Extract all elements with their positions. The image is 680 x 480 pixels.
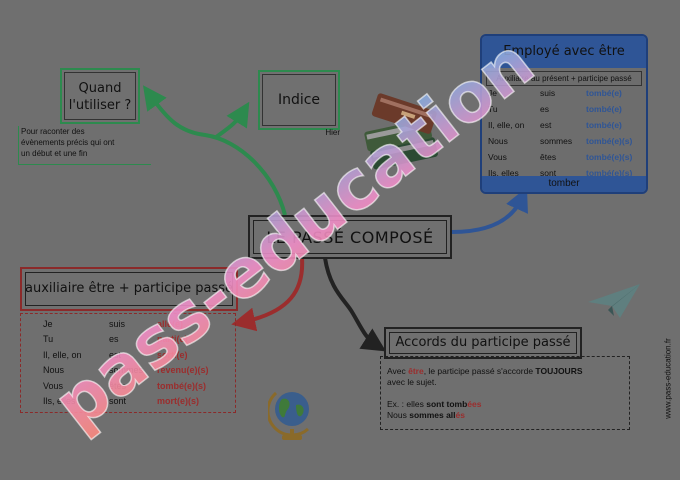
text: , le participe passé s'accorde: [423, 366, 536, 376]
aux-box: auxiliaire être + participe passé: [20, 267, 238, 311]
text-bold: TOUJOURS: [535, 366, 583, 376]
books-icon: [364, 93, 438, 170]
accord-rule-box: Avec être, le participe passé s'accorde …: [380, 356, 630, 430]
participle: parti(e): [157, 334, 188, 345]
auxiliary: es: [109, 334, 119, 345]
pronoun: Nous: [43, 365, 65, 376]
pronoun: Tu: [43, 334, 54, 345]
text-highlight: ées: [467, 399, 482, 409]
accord-example-line2: Nous sommes allés: [387, 410, 465, 420]
accord-rule-line2: avec le sujet.: [387, 377, 437, 387]
emploi-header: Employé avec être: [482, 36, 646, 68]
participle: tombé(e)(s): [586, 168, 633, 178]
accord-example-line1: Ex. : elles sont tombées: [387, 399, 481, 409]
auxiliary: suis: [109, 319, 126, 329]
text: Nous: [387, 410, 410, 420]
quand-note-line3: un début et une fin: [21, 149, 88, 158]
aux-title: auxiliaire être + participe passé: [25, 281, 233, 296]
quand-note-line1: Pour raconter des: [21, 127, 85, 136]
pronoun: Vous: [488, 152, 507, 162]
text-bold: sommes all: [409, 410, 456, 420]
text-bold: sont tomb: [426, 399, 468, 409]
emploi-footer: tomber: [482, 176, 646, 192]
participle: sorti(e): [157, 349, 188, 360]
pronoun: Nous: [488, 136, 508, 146]
aux-conjugation-box: Je suis allé(e) Tu es parti(e) Il, elle, on e…: [20, 313, 236, 413]
emploi-title: Employé avec être: [503, 44, 625, 59]
table-row: Ils, elles sont mort(e)(s): [43, 396, 233, 411]
pronoun: Il, elle, on: [488, 120, 525, 130]
pronoun: Vous: [43, 380, 64, 391]
globe-icon: [268, 391, 309, 440]
pronoun: Je: [43, 319, 53, 329]
pronoun: Il, elle, on: [43, 349, 82, 360]
table-row: Tu es tombé(e): [488, 104, 640, 120]
arrow-to-indice: [213, 101, 250, 140]
auxiliary: êtes: [540, 152, 557, 162]
participle: tombé(e)(s): [586, 152, 633, 162]
participle: tombé(e): [586, 120, 622, 130]
table-row: Nous sommes revenu(e)(s): [43, 365, 233, 380]
indice-example: Hier: [325, 128, 340, 137]
quand-note-line2: évènements précis qui ont: [21, 138, 115, 147]
arrow-to-emploi: [451, 187, 528, 234]
aux-conjugation-table: Je suis allé(e) Tu es parti(e) Il, elle, on e…: [43, 319, 233, 411]
accord-title: Accords du participe passé: [395, 335, 571, 350]
table-row: Vous êtes tombé(e)(s): [43, 381, 233, 396]
participle: tombé(e): [586, 88, 622, 98]
arrow-to-accord: [323, 257, 387, 352]
participle: revenu(e)(s): [157, 365, 209, 376]
auxiliary: est: [540, 120, 552, 130]
accord-box: Accords du participe passé: [384, 327, 582, 359]
auxiliary: suis: [540, 88, 556, 98]
emploi-verb: tomber: [548, 178, 580, 189]
auxiliary: sommes: [109, 365, 144, 376]
accord-rule-line1: Avec être, le participe passé s'accorde …: [387, 366, 583, 376]
table-row: Tu es parti(e): [43, 334, 233, 349]
pronoun: Tu: [488, 104, 498, 114]
table-row: Il, elle, on est sorti(e): [43, 350, 233, 365]
auxiliary: es: [540, 104, 549, 114]
indice-box: Indice: [258, 70, 340, 130]
table-row: Je suis tombé(e): [488, 88, 640, 104]
table-row: Nous sommes tombé(e)(s): [488, 136, 640, 152]
emploi-etre-card: Employé avec être Auxiliaire au présent …: [480, 34, 648, 194]
central-topic: LE PASSÉ COMPOSÉ: [248, 215, 452, 259]
arrow-to-quand: [142, 85, 287, 216]
central-title: LE PASSÉ COMPOSÉ: [266, 228, 434, 247]
site-url: www.pass-education.fr: [658, 320, 673, 440]
text-highlight: être: [408, 366, 424, 376]
pronoun: Ils, elles: [43, 395, 76, 406]
auxiliary: est: [109, 349, 122, 360]
participle: mort(e)(s): [157, 395, 199, 406]
emploi-subtitle: Auxiliaire au présent + participe passé: [486, 71, 642, 86]
quand-title-line2: l'utiliser ?: [68, 98, 132, 113]
table-row: Vous êtes tombé(e)(s): [488, 152, 640, 168]
site-url-text: www.pass-education.fr: [663, 338, 673, 419]
participle: allé(e): [157, 319, 184, 329]
table-row: Je suis allé(e): [43, 319, 233, 334]
text-highlight: és: [455, 410, 465, 420]
text: Avec: [387, 366, 409, 376]
auxiliary: êtes: [109, 380, 127, 391]
table-row: Ils, elles sont tombé(e)(s): [488, 168, 640, 184]
paper-plane-icon: [588, 284, 640, 318]
indice-title: Indice: [277, 92, 321, 108]
participle: tombé(e)(s): [586, 136, 633, 146]
participle: tombé(e)(s): [157, 380, 206, 391]
pronoun: Ils, elles: [488, 168, 519, 178]
auxiliary: sont: [540, 168, 557, 178]
auxiliary: sommes: [540, 136, 573, 146]
participle: tombé(e): [586, 104, 622, 114]
emploi-conjugation-table: Je suis tombé(e) Tu es tombé(e) Il, elle, on…: [488, 88, 640, 184]
quand-box: Quand l'utiliser ?: [60, 68, 140, 124]
table-row: Il, elle, on est tombé(e): [488, 120, 640, 136]
quand-note: Pour raconter des évènements précis qui …: [18, 126, 151, 165]
text: Ex. : elles: [387, 399, 427, 409]
pronoun: Je: [488, 88, 497, 98]
quand-title-line1: Quand: [78, 81, 122, 96]
arrow-to-aux: [231, 257, 305, 332]
auxiliary: sont: [109, 395, 127, 406]
